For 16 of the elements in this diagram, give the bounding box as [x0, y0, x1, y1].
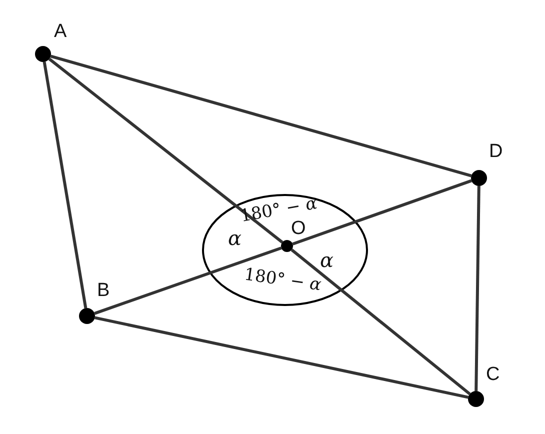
line-segment: [48, 58, 284, 244]
point-label: C: [486, 365, 500, 385]
angle-label: α: [228, 228, 242, 248]
point-label: A: [54, 22, 67, 42]
angle-label: α: [320, 250, 334, 270]
line-segment: [94, 316, 469, 399]
line-segment: [474, 186, 480, 392]
angle-measure-label: 180° − α: [242, 264, 322, 296]
line-segment: [292, 179, 472, 246]
line-segment: [50, 54, 472, 178]
point-label: D: [489, 142, 503, 162]
point-label: B: [97, 281, 110, 301]
line-segment: [290, 248, 471, 396]
line-segment: [94, 246, 282, 315]
point-label: O: [291, 219, 306, 239]
line-segment: [42, 62, 88, 308]
